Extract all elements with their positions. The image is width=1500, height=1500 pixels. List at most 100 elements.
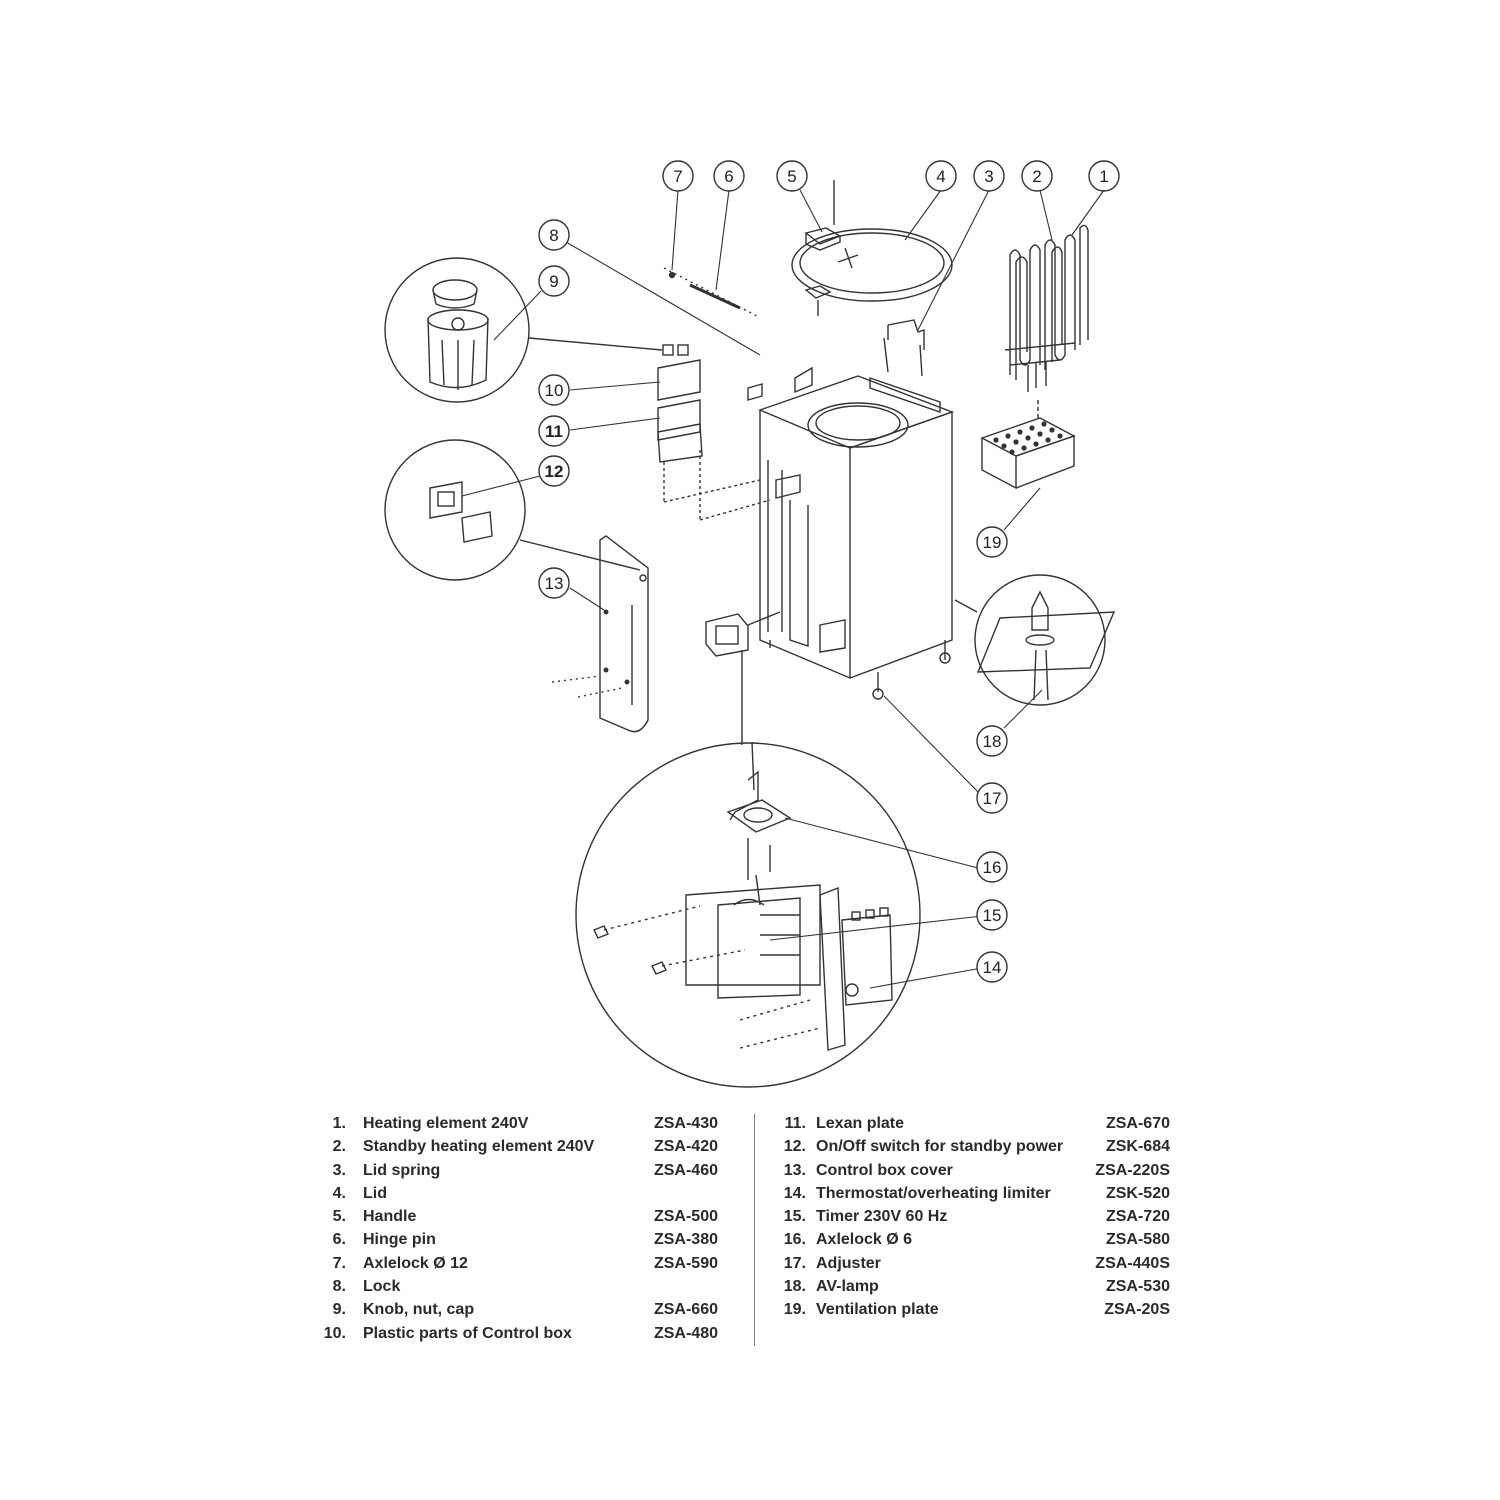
callout-19: 19 <box>976 526 1008 558</box>
part-code: ZSA-420 <box>653 1138 718 1156</box>
part-code: ZSK-684 <box>1105 1138 1170 1156</box>
part-name: Heating element 240V <box>363 1115 529 1132</box>
callout-15: 15 <box>976 899 1008 931</box>
knob-detail-circle <box>384 257 663 403</box>
part-name: Timer 230V 60 Hz <box>816 1208 948 1226</box>
svg-text:10: 10 <box>545 381 564 400</box>
part-number: 18. <box>783 1278 806 1296</box>
part-number: 5. <box>332 1208 346 1226</box>
part-number: 7. <box>332 1254 346 1272</box>
part-name: Lexan plate <box>816 1115 905 1132</box>
callout-17: 17 <box>976 782 1008 814</box>
callout-3: 3 <box>973 160 1005 192</box>
part-number: 4. <box>332 1184 346 1202</box>
callout-4: 4 <box>925 160 957 192</box>
part-number: 14. <box>783 1184 806 1202</box>
part-code: ZSA-590 <box>653 1254 718 1272</box>
part-name: Control box cover <box>816 1161 953 1179</box>
part-row: 14. Thermostat/overheating limiter ZSK-520 <box>774 1182 1178 1205</box>
part-code: ZSA-220S <box>1095 1161 1170 1179</box>
part-row: 8.Lock <box>318 1275 728 1298</box>
part-name: Thermostat/overheating limiter <box>816 1184 1051 1202</box>
part-number: 17. <box>783 1254 806 1272</box>
svg-text:5: 5 <box>787 167 796 186</box>
part-row: 11. Lexan plate ZSA-670 <box>774 1112 1178 1135</box>
part-number: 16. <box>783 1231 806 1249</box>
part-name: Hinge pin <box>363 1231 436 1249</box>
part-name: Axlelock Ø 6 <box>816 1231 913 1249</box>
callout-14: 14 <box>976 951 1008 983</box>
parts-list-right: 11. Lexan plate ZSA-670 12. On/Off switch f… <box>774 1112 1178 1322</box>
part-number: 8. <box>332 1278 346 1296</box>
part-row: 4.Lid <box>318 1182 728 1205</box>
av-lamp-detail-circle <box>954 574 1116 706</box>
svg-text:18: 18 <box>983 732 1002 751</box>
lid-spring <box>883 319 925 377</box>
part-code: ZSA-660 <box>653 1301 718 1319</box>
svg-text:9: 9 <box>549 272 558 291</box>
part-number: 2. <box>332 1138 346 1156</box>
part-row: 7. Axlelock Ø 12 ZSA-590 <box>318 1252 728 1275</box>
part-code: ZSA-670 <box>1105 1115 1170 1132</box>
switch-detail-circle <box>384 439 641 581</box>
part-number: 19. <box>783 1301 806 1319</box>
part-code: ZSK-520 <box>1105 1184 1170 1202</box>
callout-5: 5 <box>776 160 808 192</box>
part-code: ZSA-460 <box>653 1161 718 1179</box>
part-code: ZSA-440S <box>1095 1254 1170 1272</box>
part-row: 16. Axlelock Ø 6 ZSA-580 <box>774 1228 1178 1251</box>
part-code: ZSA-500 <box>653 1208 718 1226</box>
part-name: Axlelock Ø 12 <box>363 1254 468 1272</box>
part-number: 10. <box>323 1324 346 1342</box>
water-boiler-body <box>758 366 955 700</box>
part-name: On/Off switch for standby power <box>816 1138 1064 1156</box>
callout-9: 9 <box>538 265 570 297</box>
part-number: 3. <box>332 1161 346 1179</box>
svg-text:14: 14 <box>983 958 1002 977</box>
svg-text:1: 1 <box>1099 167 1108 186</box>
svg-text:4: 4 <box>936 167 945 186</box>
part-number: 12. <box>783 1138 806 1156</box>
lid-assembly <box>791 180 953 316</box>
svg-text:13: 13 <box>545 574 564 593</box>
timer-unit-small <box>705 611 781 657</box>
column-divider <box>754 1114 755 1346</box>
callout-2: 2 <box>1021 160 1053 192</box>
svg-text:7: 7 <box>673 167 682 186</box>
hinge-pin <box>663 267 758 317</box>
part-number: 9. <box>332 1301 346 1319</box>
part-number: 11. <box>784 1115 806 1132</box>
svg-text:19: 19 <box>983 533 1002 552</box>
exploded-parts-diagram: 1 2 3 4 5 6 7 8 9 10 11 12 13 14 15 16 1… <box>384 160 1120 1088</box>
part-name: Standby heating element 240V <box>363 1138 595 1156</box>
part-row: 3. Lid spring ZSA-460 <box>318 1159 728 1182</box>
part-name: Ventilation plate <box>816 1301 939 1319</box>
callout-8: 8 <box>538 219 570 251</box>
callout-16: 16 <box>976 851 1008 883</box>
callout-18: 18 <box>976 725 1008 757</box>
svg-text:2: 2 <box>1032 167 1041 186</box>
callout-bubbles: 1 2 3 4 5 6 7 8 9 10 11 12 13 14 15 16 1… <box>538 160 1120 983</box>
svg-text:16: 16 <box>983 858 1002 877</box>
part-code: ZSA-380 <box>653 1231 718 1249</box>
part-code: ZSA-20S <box>1104 1301 1170 1319</box>
part-name: Handle <box>363 1208 417 1226</box>
svg-text:15: 15 <box>983 906 1002 925</box>
callout-12: 12 <box>538 455 570 487</box>
heating-elements <box>1004 224 1089 392</box>
part-name: Lid spring <box>363 1161 441 1179</box>
part-code: ZSA-530 <box>1105 1278 1170 1296</box>
control-box-plastic-parts <box>657 344 771 521</box>
callout-13: 13 <box>538 567 570 599</box>
part-code: ZSA-580 <box>1105 1231 1170 1249</box>
part-row: 19. Ventilation plate ZSA-20S <box>774 1298 1178 1321</box>
